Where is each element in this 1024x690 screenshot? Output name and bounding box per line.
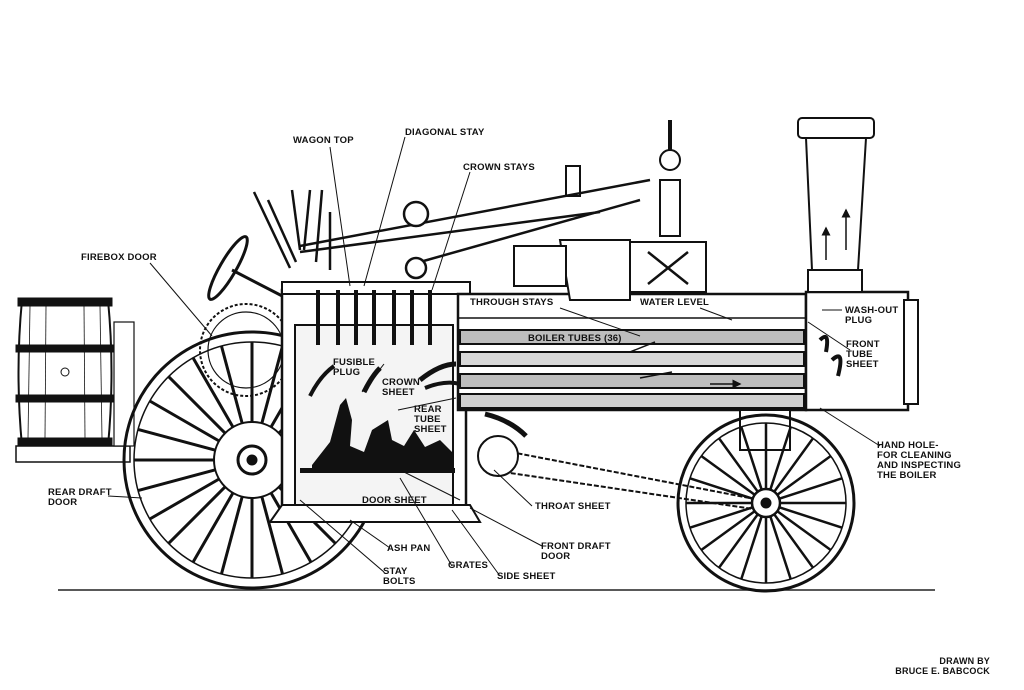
wheel-spoke (740, 515, 763, 580)
wheel-spoke (717, 437, 759, 493)
label-fusible-plug: FUSIBLE PLUG (333, 357, 376, 378)
label-wash-out-plug: WASH-OUT PLUG (845, 305, 899, 326)
reach-rods (252, 178, 651, 280)
wheel-spoke (689, 477, 754, 500)
wheel-spoke (149, 399, 220, 443)
steering-wheel (207, 235, 291, 302)
label-stay-bolts: STAY BOLTS (383, 566, 416, 587)
wheel-spoke (773, 437, 815, 493)
leader-lines (107, 136, 881, 577)
wheel-spoke (778, 477, 843, 500)
wheel-spoke (260, 496, 284, 575)
label-wagon-top: WAGON TOP (293, 135, 354, 146)
wheel-spoke (137, 428, 216, 452)
wheel-spoke (700, 510, 756, 552)
boiler-tubes (459, 329, 805, 409)
smokestack (797, 117, 875, 293)
drawing-credit: DRAWN BY BRUCE E. BABCOCK (895, 656, 990, 676)
wheel-spoke (700, 454, 756, 496)
label-boiler-tubes: BOILER TUBES (36) (528, 333, 622, 344)
label-throat-sheet: THROAT SHEET (535, 501, 611, 512)
label-diagonal-stay: DIAGONAL STAY (405, 127, 485, 138)
wheel-spoke (776, 510, 832, 552)
wheel-spoke (269, 492, 313, 563)
wheel-spoke (776, 454, 832, 496)
fire (312, 398, 452, 468)
engine-cylinder (513, 120, 707, 301)
ash-pan (268, 504, 482, 523)
wheel-spoke (778, 506, 843, 529)
smokebox (804, 290, 910, 412)
wheel-spoke (191, 357, 235, 428)
wheel-spoke (717, 513, 759, 569)
wheel-spoke (220, 496, 244, 575)
water-barrel (15, 297, 115, 447)
wheel-spoke (260, 345, 284, 424)
label-hand-hole: HAND HOLE- FOR CLEANING AND INSPECTING T… (877, 440, 962, 481)
label-grates: GRATES (448, 560, 489, 571)
label-water-level: WATER LEVEL (640, 297, 710, 308)
wheel-spoke (689, 506, 754, 529)
wheel-spoke (149, 477, 220, 521)
bull-gear (199, 303, 293, 397)
label-crown-stays: CROWN STAYS (463, 162, 535, 173)
wheel-spoke (773, 513, 815, 569)
label-door-sheet: DOOR SHEET (362, 495, 427, 506)
label-ash-pan: ASH PAN (387, 543, 431, 554)
wheel-spoke (167, 485, 227, 545)
drive-chain (489, 447, 761, 511)
wheel-spoke (137, 468, 216, 492)
wheel-spoke (220, 345, 244, 424)
label-rear-tube-sheet: REAR TUBE SHEET (414, 404, 447, 435)
crown-stays (316, 290, 432, 345)
wheel-spoke (740, 426, 763, 491)
label-through-stays: THROUGH STAYS (470, 297, 554, 308)
grates (300, 468, 455, 473)
label-side-sheet: SIDE SHEET (497, 571, 556, 582)
label-front-draft-door: FRONT DRAFT DOOR (541, 541, 611, 562)
label-firebox-door: FIREBOX DOOR (81, 252, 157, 263)
wheel-spoke (769, 426, 792, 491)
label-front-tube-sheet: FRONT TUBE SHEET (846, 339, 880, 370)
wheel-spoke (769, 515, 792, 580)
label-crown-sheet: CROWN SHEET (382, 377, 420, 398)
label-rear-draft-door: REAR DRAFT DOOR (48, 487, 112, 508)
wheel-spoke (191, 492, 235, 563)
wheel-spoke (167, 375, 227, 435)
front-wheel (676, 409, 856, 593)
